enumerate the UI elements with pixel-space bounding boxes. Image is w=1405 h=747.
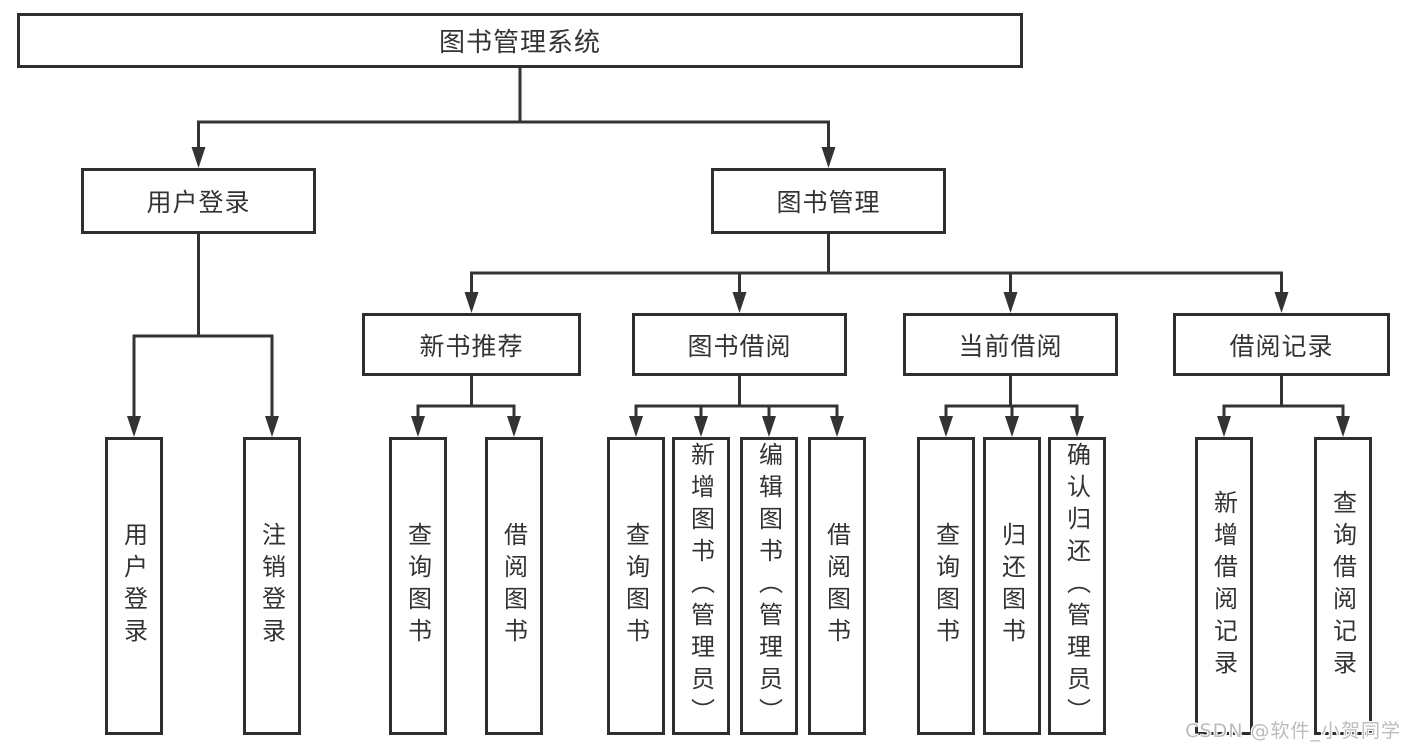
arrowheads bbox=[127, 147, 1350, 437]
leaf-query-books-borrowing: 查询图书 bbox=[607, 437, 665, 735]
node-user-login: 用户登录 bbox=[81, 168, 316, 234]
node-library-management-system: 图书管理系统 bbox=[17, 13, 1023, 68]
leaf-borrow-books: 借阅图书 bbox=[808, 437, 866, 735]
leaf-logout: 注销登录 bbox=[243, 437, 301, 735]
connector-paths bbox=[132, 68, 1345, 418]
node-borrowing-records: 借阅记录 bbox=[1173, 313, 1390, 376]
csdn-watermark: CSDN @软件_小贺同学 bbox=[1185, 720, 1401, 742]
leaf-add-book-admin: 新增图书（管理员） bbox=[672, 437, 730, 735]
node-new-book-recommendation: 新书推荐 bbox=[362, 313, 581, 376]
node-book-borrowing: 图书借阅 bbox=[632, 313, 847, 376]
node-book-management: 图书管理 bbox=[711, 168, 946, 234]
leaf-borrow-books-recommend: 借阅图书 bbox=[485, 437, 543, 735]
node-current-borrowing: 当前借阅 bbox=[903, 313, 1118, 376]
leaf-edit-book-admin: 编辑图书（管理员） bbox=[740, 437, 798, 735]
leaf-confirm-return-admin: 确认归还（管理员） bbox=[1048, 437, 1106, 735]
leaf-add-borrow-record: 新增借阅记录 bbox=[1195, 437, 1253, 735]
leaf-user-login: 用户登录 bbox=[105, 437, 163, 735]
leaf-query-books-recommend: 查询图书 bbox=[389, 437, 447, 735]
leaf-query-books-current: 查询图书 bbox=[917, 437, 975, 735]
leaf-query-borrow-record: 查询借阅记录 bbox=[1314, 437, 1372, 735]
leaf-return-books: 归还图书 bbox=[983, 437, 1041, 735]
